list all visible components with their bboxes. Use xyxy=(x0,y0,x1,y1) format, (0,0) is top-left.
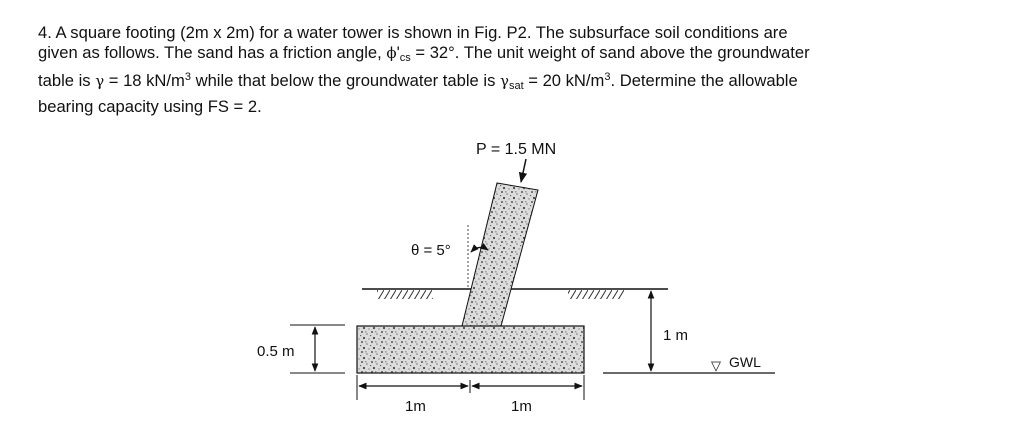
problem-line-3b: = 18 kN/m xyxy=(104,71,185,91)
problem-line-2a: given as follows. The sand has a frictio… xyxy=(38,42,387,62)
cube-superscript-1: 3 xyxy=(184,71,191,84)
problem-statement: 4. A square footing (2m x 2m) for a wate… xyxy=(38,23,993,116)
inclined-column xyxy=(461,182,539,327)
gamma-sat-subscript: sat xyxy=(508,80,524,93)
ground-hatch-right xyxy=(568,290,624,299)
angle-arc xyxy=(470,243,489,253)
phi-prime: ' xyxy=(396,42,400,62)
problem-line-4: bearing capacity using FS = 2. xyxy=(38,96,262,116)
gamma-sat-symbol: γ xyxy=(500,72,509,91)
gwl-triangle-icon: ▽ xyxy=(711,358,721,373)
problem-line-2b: = 32°. The unit weight of sand above the… xyxy=(410,42,810,62)
footing-thickness-label: 0.5 m xyxy=(257,343,295,360)
gamma-symbol: γ xyxy=(95,72,105,91)
gwl-label: GWL xyxy=(729,354,761,370)
depth-label: 1 m xyxy=(663,327,688,344)
left-width-label: 1m xyxy=(405,398,426,415)
load-arrow xyxy=(518,158,528,184)
angle-label: θ = 5° xyxy=(411,242,451,259)
problem-line-3d: = 20 kN/m xyxy=(523,71,605,91)
ground-hatch-left xyxy=(377,290,433,299)
cube-superscript-2: 3 xyxy=(604,71,611,84)
load-label: P = 1.5 MN xyxy=(476,141,556,158)
problem-number: 4. xyxy=(38,23,52,42)
right-width-label: 1m xyxy=(511,398,532,415)
problem-line-3c: while that below the groundwater table i… xyxy=(190,71,500,91)
footing-block xyxy=(356,325,585,374)
problem-line-3e: . Determine the allowable xyxy=(610,71,798,91)
problem-line-3a: table is xyxy=(38,71,96,91)
phi-symbol: ϕ xyxy=(386,43,397,62)
problem-line-1: A square footing (2m x 2m) for a water t… xyxy=(55,23,788,42)
phi-subscript: cs xyxy=(399,51,411,64)
